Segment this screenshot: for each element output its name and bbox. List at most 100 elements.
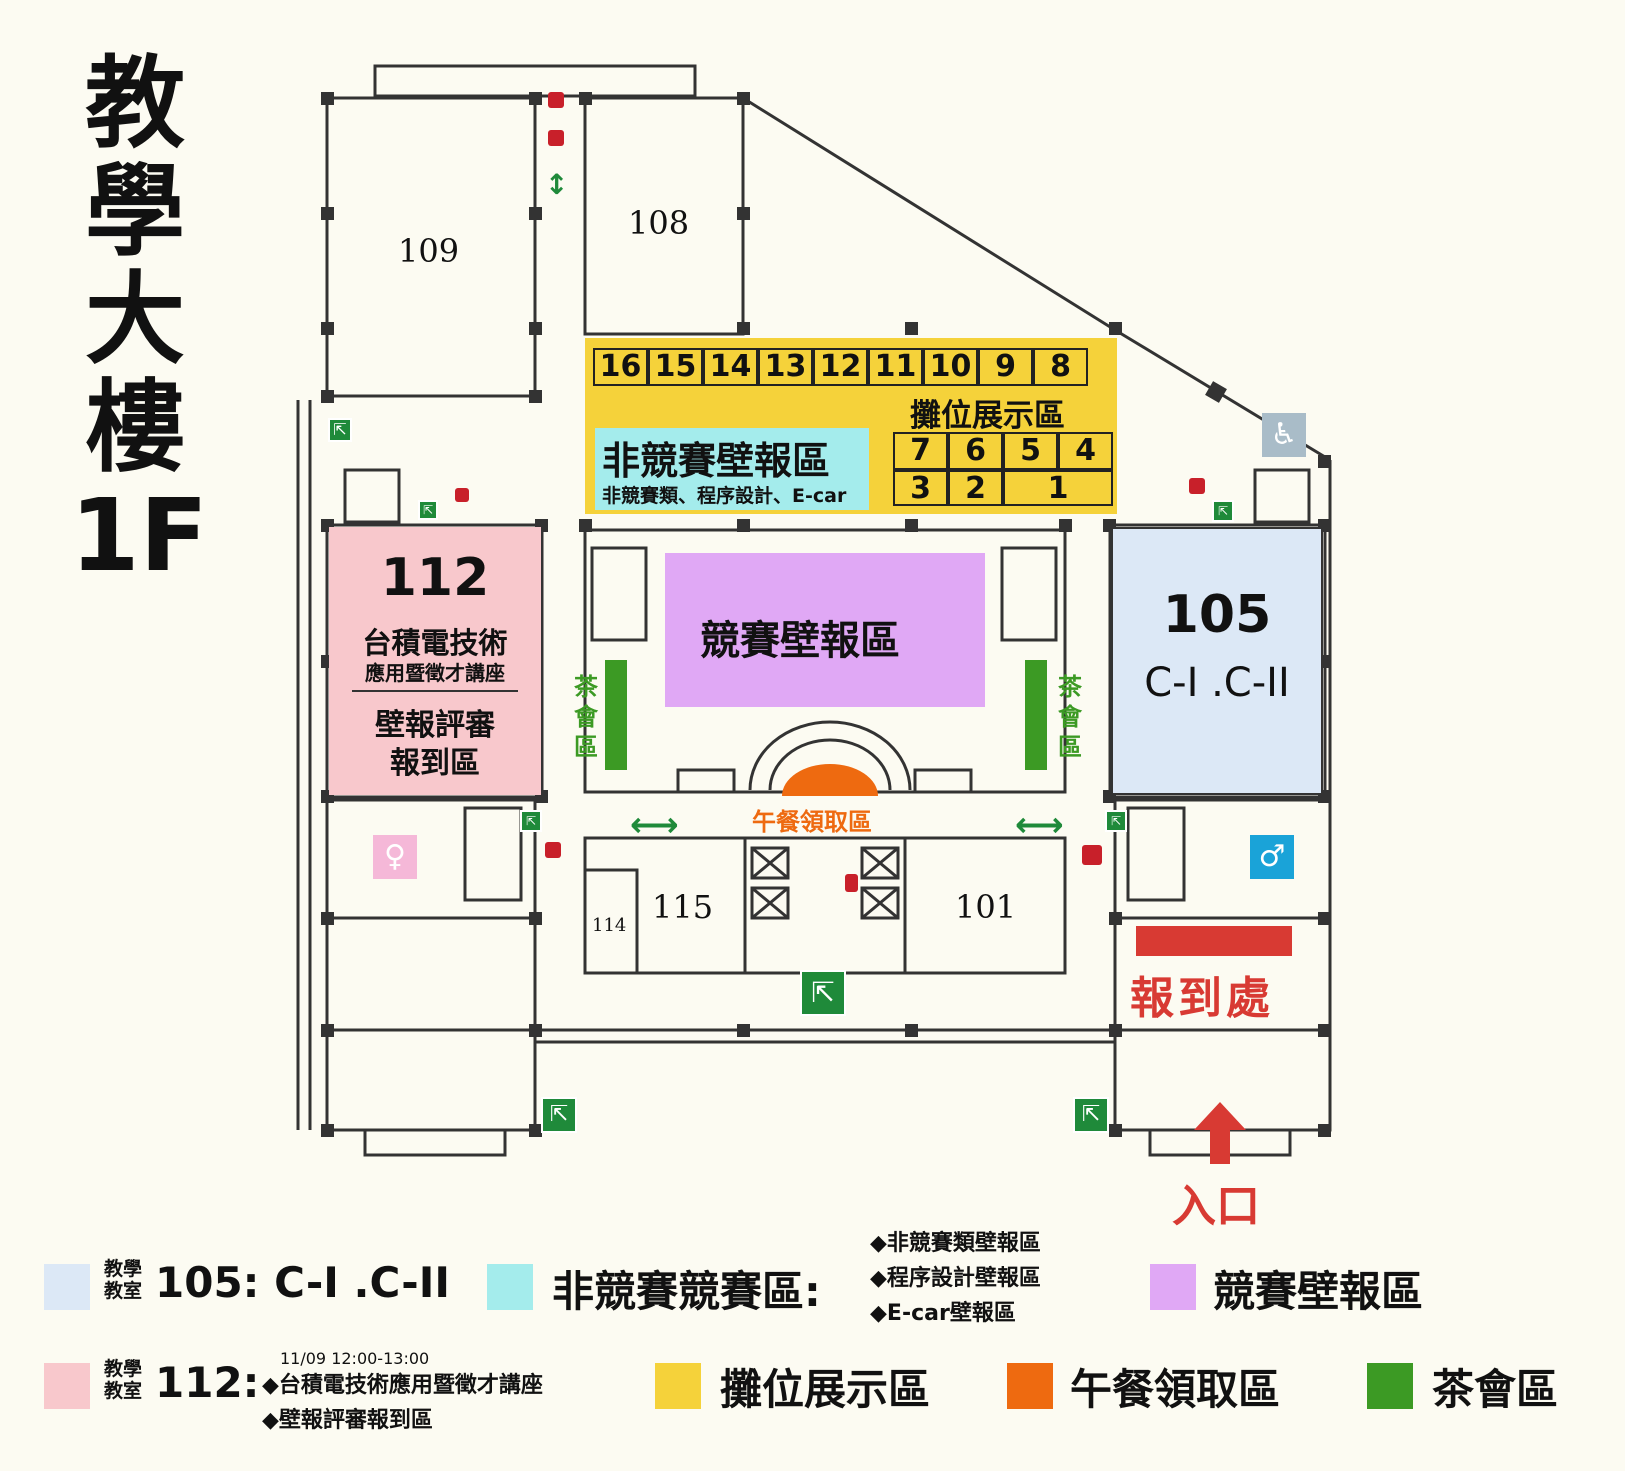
booth-4: 4 xyxy=(1058,432,1113,470)
exit-sign-icon: ⇱ xyxy=(541,1097,577,1133)
tea-left-bar xyxy=(605,660,627,770)
room-105-zone xyxy=(1111,527,1323,795)
booth-13: 13 xyxy=(758,348,813,386)
legend-noncomp-item: ◆程序設計壁報區 xyxy=(870,1266,1041,1291)
booth-bot-row: 3 2 1 xyxy=(893,470,1113,506)
room-115-label: 115 xyxy=(652,888,714,926)
legend-swatch-lunch xyxy=(1007,1363,1053,1409)
booth-label: 攤位展示區 xyxy=(910,398,1065,434)
fire-extinguisher-icon xyxy=(845,874,858,892)
fire-hydrant-icon xyxy=(1189,478,1205,494)
exit-sign-icon: ⇱ xyxy=(800,970,846,1016)
fire-extinguisher-icon xyxy=(548,92,564,108)
room-112-line1: 台積電技術 xyxy=(362,626,508,660)
legend-noncomp-item: ◆非競賽類壁報區 xyxy=(870,1231,1041,1256)
fire-hydrant-icon xyxy=(1082,845,1102,865)
booth-9: 9 xyxy=(978,348,1033,386)
booth-11: 11 xyxy=(868,348,923,386)
booth-top-row: 16 15 14 13 12 11 10 9 8 xyxy=(593,348,1088,386)
legend-tea-text: 茶會區 xyxy=(1432,1365,1559,1414)
booth-15: 15 xyxy=(648,348,703,386)
exit-sign-icon: ⇱ xyxy=(328,418,352,442)
booth-1: 1 xyxy=(1003,470,1113,506)
room-105-number: 105 xyxy=(1162,585,1272,645)
booth-14: 14 xyxy=(703,348,758,386)
legend-swatch-comp xyxy=(1150,1264,1196,1310)
booth-16: 16 xyxy=(593,348,648,386)
room-112-line4: 報到區 xyxy=(390,746,480,781)
registration-bar xyxy=(1136,926,1292,956)
exit-sign-icon: ⇱ xyxy=(520,810,542,832)
legend-swatch-112 xyxy=(44,1363,90,1409)
room-114-label: 114 xyxy=(592,915,627,936)
room-109-label: 109 xyxy=(398,232,460,270)
legend-noncomp-text: 非競賽競賽區: xyxy=(552,1267,821,1316)
building-title: 教 學 大 樓 1F xyxy=(70,45,208,594)
legend-noncomp-item: ◆E-car壁報區 xyxy=(870,1301,1016,1326)
fire-hydrant-icon xyxy=(548,130,564,146)
comp-title: 競賽壁報區 xyxy=(700,618,900,664)
double-arrow-icon: ⟷ xyxy=(1015,805,1064,845)
room-108-label: 108 xyxy=(628,204,690,242)
mens-restroom-icon: ♂ xyxy=(1250,835,1294,879)
room-112-number: 112 xyxy=(380,548,490,608)
legend-112-item: ◆台積電技術應用暨徵才講座 xyxy=(262,1373,543,1398)
exit-sign-icon: ⇱ xyxy=(1105,810,1127,832)
noncomp-zone xyxy=(595,428,869,510)
exit-sign-icon: ⇱ xyxy=(1073,1097,1109,1133)
room-101-label: 101 xyxy=(955,888,1017,926)
legend-comp-text: 競賽壁報區 xyxy=(1213,1267,1424,1316)
tea-left-label: 茶會區 xyxy=(574,673,598,761)
floor-plan: 109 108 115 114 101 16 15 14 13 12 11 10… xyxy=(296,64,1332,1232)
booth-10: 10 xyxy=(923,348,978,386)
comp-zone xyxy=(665,553,985,707)
exit-sign-icon: ⇱ xyxy=(1212,500,1234,522)
womens-restroom-icon: ♀ xyxy=(373,835,417,879)
entrance-label: 入口 xyxy=(1172,1181,1260,1232)
double-arrow-icon: ⟷ xyxy=(630,805,679,845)
legend-swatch-noncomp xyxy=(487,1264,533,1310)
floor-label: 1F xyxy=(70,477,208,594)
legend-lunch-text: 午餐領取區 xyxy=(1070,1365,1281,1414)
booth-3: 3 xyxy=(893,470,948,506)
noncomp-sub: 非競賽類、程序設計、E-car xyxy=(602,485,847,507)
legend-swatch-booth xyxy=(655,1363,701,1409)
tea-right-bar xyxy=(1025,660,1047,770)
fire-hydrant-icon xyxy=(455,488,469,502)
booth-6: 6 xyxy=(948,432,1003,470)
legend-105-tag: 教學教室 xyxy=(104,1258,143,1302)
title-char: 學 xyxy=(85,153,185,270)
entrance-arrow-icon xyxy=(1194,1102,1246,1164)
room-112-line3: 壁報評審 xyxy=(375,708,495,743)
accessible-icon: ♿ xyxy=(1262,413,1306,457)
title-char: 教 xyxy=(85,45,185,162)
legend-112-tag: 教學教室 xyxy=(104,1358,143,1402)
booth-7: 7 xyxy=(893,432,948,470)
noncomp-title: 非競賽壁報區 xyxy=(602,439,831,483)
booth-mid-row: 7 6 5 4 xyxy=(893,432,1113,470)
lunch-label: 午餐領取區 xyxy=(752,808,872,836)
lunch-semicircle xyxy=(782,764,878,796)
legend-112-item: ◆壁報評審報到區 xyxy=(262,1408,433,1433)
booth-12: 12 xyxy=(813,348,868,386)
exit-sign-icon: ⇱ xyxy=(418,500,438,520)
room-112-line2: 應用暨徵才講座 xyxy=(365,661,505,685)
room-112-divider xyxy=(352,690,518,692)
legend: 教學教室 105: C-I .C-II 非競賽競賽區: ◆非競賽類壁報區 ◆程序… xyxy=(0,1231,1625,1471)
room-105-sub: C-I .C-II xyxy=(1144,660,1290,706)
legend-booth-text: 攤位展示區 xyxy=(720,1365,931,1414)
booth-5: 5 xyxy=(1003,432,1058,470)
booth-8: 8 xyxy=(1033,348,1088,386)
title-char: 樓 xyxy=(85,369,185,486)
legend-112-time: 11/09 12:00-13:00 xyxy=(280,1349,430,1368)
room-112-zone xyxy=(329,527,541,795)
fire-hydrant-icon xyxy=(545,842,561,858)
registration-label: 報到處 xyxy=(1130,973,1274,1024)
title-char: 大 xyxy=(85,261,185,378)
legend-105-text: 105: C-I .C-II xyxy=(155,1258,450,1307)
tea-right-label: 茶會區 xyxy=(1058,673,1082,761)
legend-swatch-tea xyxy=(1367,1363,1413,1409)
legend-112-text: 112: xyxy=(155,1358,260,1407)
booth-2: 2 xyxy=(948,470,1003,506)
legend-swatch-105 xyxy=(44,1264,90,1310)
